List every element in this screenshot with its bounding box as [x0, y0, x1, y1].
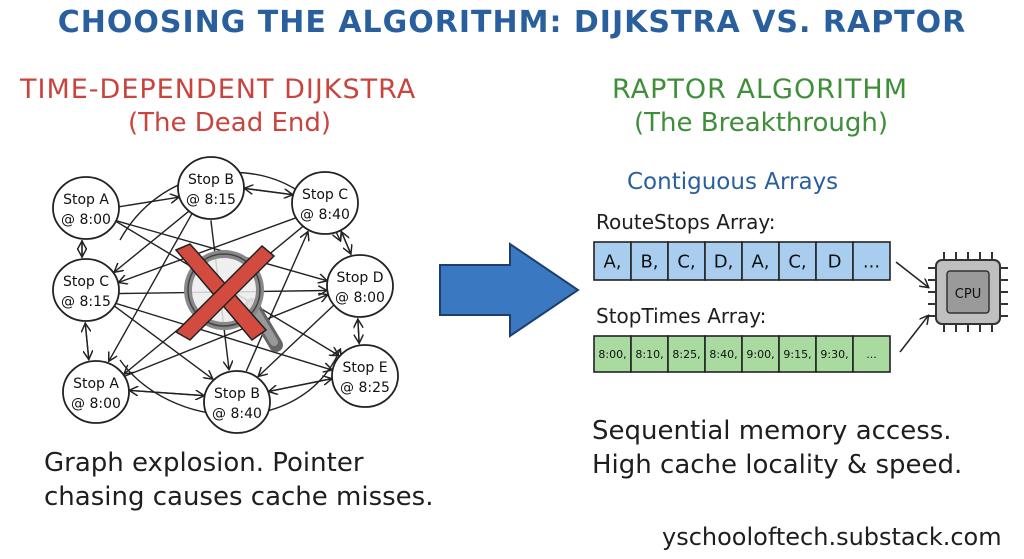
stop-times-cell-value: 8:25, — [672, 348, 700, 361]
graph-node: Stop B @ 8:15 — [177, 156, 245, 220]
dijkstra-heading: TIME-DEPENDENT DIJKSTRA — [20, 74, 417, 105]
graph-node-name: Stop E — [342, 360, 387, 376]
red-x-icon — [174, 243, 276, 342]
graph-node-time: @ 8:15 — [61, 294, 111, 310]
stop-times-cell-value: 8:40, — [709, 348, 737, 361]
route-stops-cell-value: B, — [640, 251, 658, 272]
big-right-arrow-icon — [439, 242, 580, 338]
route-stops-cell-value: D, — [714, 251, 734, 272]
graph-node-time: @ 8:40 — [300, 207, 350, 223]
cpu-label: CPU — [955, 287, 981, 302]
route-stops-cell-value: ... — [863, 251, 880, 272]
graph-edge — [119, 217, 297, 282]
graph-edge — [245, 188, 294, 196]
dijkstra-caption-line2: chasing causes cache misses. — [44, 482, 434, 512]
route-stops-cell-value: C, — [677, 251, 695, 272]
graph-node-name: Stop D — [336, 270, 383, 286]
stop-times-label: StopTimes Array: — [596, 304, 767, 328]
route-stops-cell-value: D — [828, 251, 842, 272]
graph-node-time: @ 8:15 — [186, 192, 236, 208]
graph-edge — [109, 213, 193, 361]
graph-node: Stop C @ 8:15 — [52, 258, 120, 322]
raptor-caption-line1: Sequential memory access. — [592, 416, 952, 446]
stop-times-array: 8:00, 8:10, 8:25, 8:40, 9:00, 9:15, 9:30,... — [593, 335, 891, 373]
route-stops-array: A, B, C, D, A, C, D... — [593, 241, 891, 281]
route-stops-cell-value: C, — [788, 251, 806, 272]
graph-node-name: Stop B — [188, 172, 234, 188]
route-stops-cell-value: A, — [751, 251, 769, 272]
graph-node-time: @ 8:00 — [71, 396, 121, 412]
graph-edge — [259, 304, 335, 376]
stop-times-cell-value: 8:00, — [598, 348, 626, 361]
stop-times-cell: ... — [852, 335, 891, 373]
stop-times-cell: 8:00, — [593, 335, 632, 373]
graph-node: Stop B @ 8:40 — [203, 370, 271, 434]
route-stops-cell: B, — [630, 241, 669, 281]
route-stops-cell: C, — [778, 241, 817, 281]
graph-node-time: @ 8:40 — [212, 406, 262, 422]
contiguous-arrays-label: Contiguous Arrays — [627, 169, 839, 195]
route-stops-label: RouteStops Array: — [596, 210, 776, 234]
raptor-subheading: (The Breakthrough) — [634, 108, 889, 138]
graph-node-name: Stop C — [63, 274, 109, 290]
route-stops-cell-value: A, — [603, 251, 621, 272]
stop-times-cell-value: ... — [866, 348, 877, 361]
route-stops-cell: ... — [852, 241, 891, 281]
graph-node-name: Stop B — [214, 386, 260, 402]
graph-edge — [267, 379, 331, 393]
graph-edge — [342, 233, 352, 256]
stop-times-cell: 8:25, — [667, 335, 706, 373]
stop-times-cell-value: 9:15, — [783, 348, 811, 361]
dijkstra-caption-line1: Graph explosion. Pointer — [44, 448, 364, 478]
stop-times-cell: 8:40, — [704, 335, 743, 373]
cpu-chip-icon: CPU — [928, 252, 1008, 332]
page-title: CHOOSING THE ALGORITHM: DIJKSTRA VS. RAP… — [57, 5, 967, 40]
stop-times-cell: 9:15, — [778, 335, 817, 373]
graph-edge — [118, 197, 178, 208]
stop-times-cell-value: 9:30, — [820, 348, 848, 361]
stop-times-cell-value: 9:00, — [746, 348, 774, 361]
graph-node: Stop D @ 8:00 — [326, 254, 394, 318]
graph-edge — [245, 232, 307, 372]
graph-edge — [115, 302, 331, 370]
dijkstra-subheading: (The Dead End) — [128, 108, 332, 138]
graph-node-name: Stop A — [73, 376, 119, 392]
graph-node-name: Stop A — [63, 192, 109, 208]
route-stops-cell: D — [815, 241, 854, 281]
route-stops-cell: C, — [667, 241, 706, 281]
stop-times-cell: 9:00, — [741, 335, 780, 373]
graph-node: Stop A @ 8:00 — [52, 176, 120, 240]
raptor-heading: RAPTOR ALGORITHM — [612, 74, 909, 105]
graph-edge — [123, 295, 327, 378]
route-stops-cell: A, — [741, 241, 780, 281]
graph-node-time: @ 8:25 — [340, 380, 390, 396]
stop-times-cell: 8:10, — [630, 335, 669, 373]
cpu-arrows — [895, 261, 928, 353]
stop-times-cell-value: 8:10, — [635, 348, 663, 361]
graph-node: Stop A @ 8:00 — [62, 360, 130, 424]
graph-edge — [85, 324, 89, 361]
footer-url: yschooloftech.substack.com — [662, 523, 1002, 551]
graph-node: Stop C @ 8:40 — [291, 171, 359, 235]
graph-edge — [128, 389, 203, 395]
route-stops-cell: D, — [704, 241, 743, 281]
graph-edge — [115, 210, 190, 271]
graph-node-name: Stop C — [302, 187, 348, 203]
stop-times-cell: 9:30, — [815, 335, 854, 373]
graph-node-time: @ 8:00 — [335, 290, 385, 306]
route-stops-cell: A, — [593, 241, 632, 281]
raptor-caption-line2: High cache locality & speed. — [592, 450, 963, 480]
graph-edge — [358, 320, 359, 345]
graph-node-time: @ 8:00 — [61, 212, 111, 228]
graph-node: Stop E @ 8:25 — [331, 344, 399, 408]
